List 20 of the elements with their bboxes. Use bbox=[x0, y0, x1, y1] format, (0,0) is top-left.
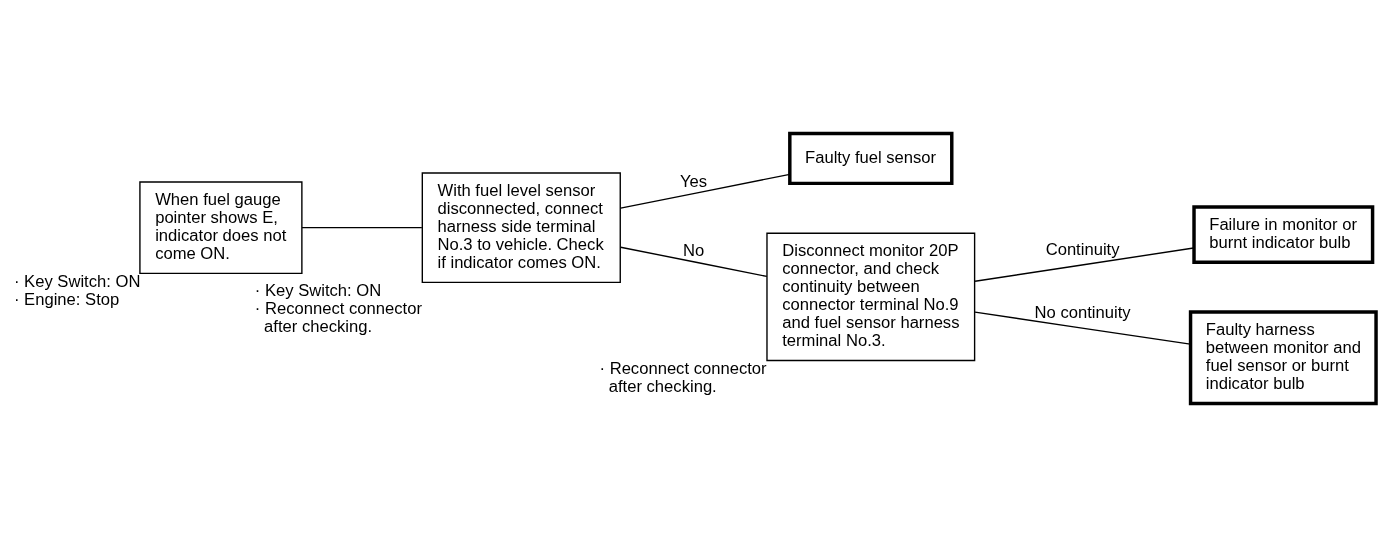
connector bbox=[301, 227, 423, 229]
node-box: Failure in monitor or burnt indicator bulb bbox=[1192, 205, 1375, 264]
edge-label: Continuity bbox=[1045, 239, 1120, 259]
node-box: Faulty harness between monitor and fuel sensor or burnt indicator bulb bbox=[1188, 310, 1378, 406]
node-box: Disconnect monitor 20P connector, and check continuity between connector terminal No.9 and fuel sensor harness terminal No.3. bbox=[766, 232, 976, 362]
edge-label: No bbox=[683, 241, 705, 261]
node-label: · Engine: Stop bbox=[13, 289, 120, 309]
connector bbox=[974, 247, 1195, 282]
node-box: Faulty fuel sensor bbox=[788, 131, 954, 186]
connector bbox=[619, 246, 768, 278]
node-label: · Reconnect connector after checking. bbox=[254, 298, 422, 336]
connector bbox=[619, 173, 791, 209]
node-label: · Reconnect connector after checking. bbox=[599, 358, 767, 396]
node-label: · Key Switch: ON bbox=[13, 271, 141, 291]
node-box: With fuel level sensor disconnected, connect harness side terminal No.3 to vehicle. Check if indicator comes ON. bbox=[421, 172, 621, 284]
connector bbox=[974, 311, 1191, 345]
edge-label: No continuity bbox=[1034, 303, 1131, 323]
node-label: · Key Switch: ON bbox=[254, 280, 382, 300]
node-box: When fuel gauge pointer shows E, indicator does not come ON. bbox=[139, 181, 303, 275]
edge-label: Yes bbox=[680, 171, 708, 191]
